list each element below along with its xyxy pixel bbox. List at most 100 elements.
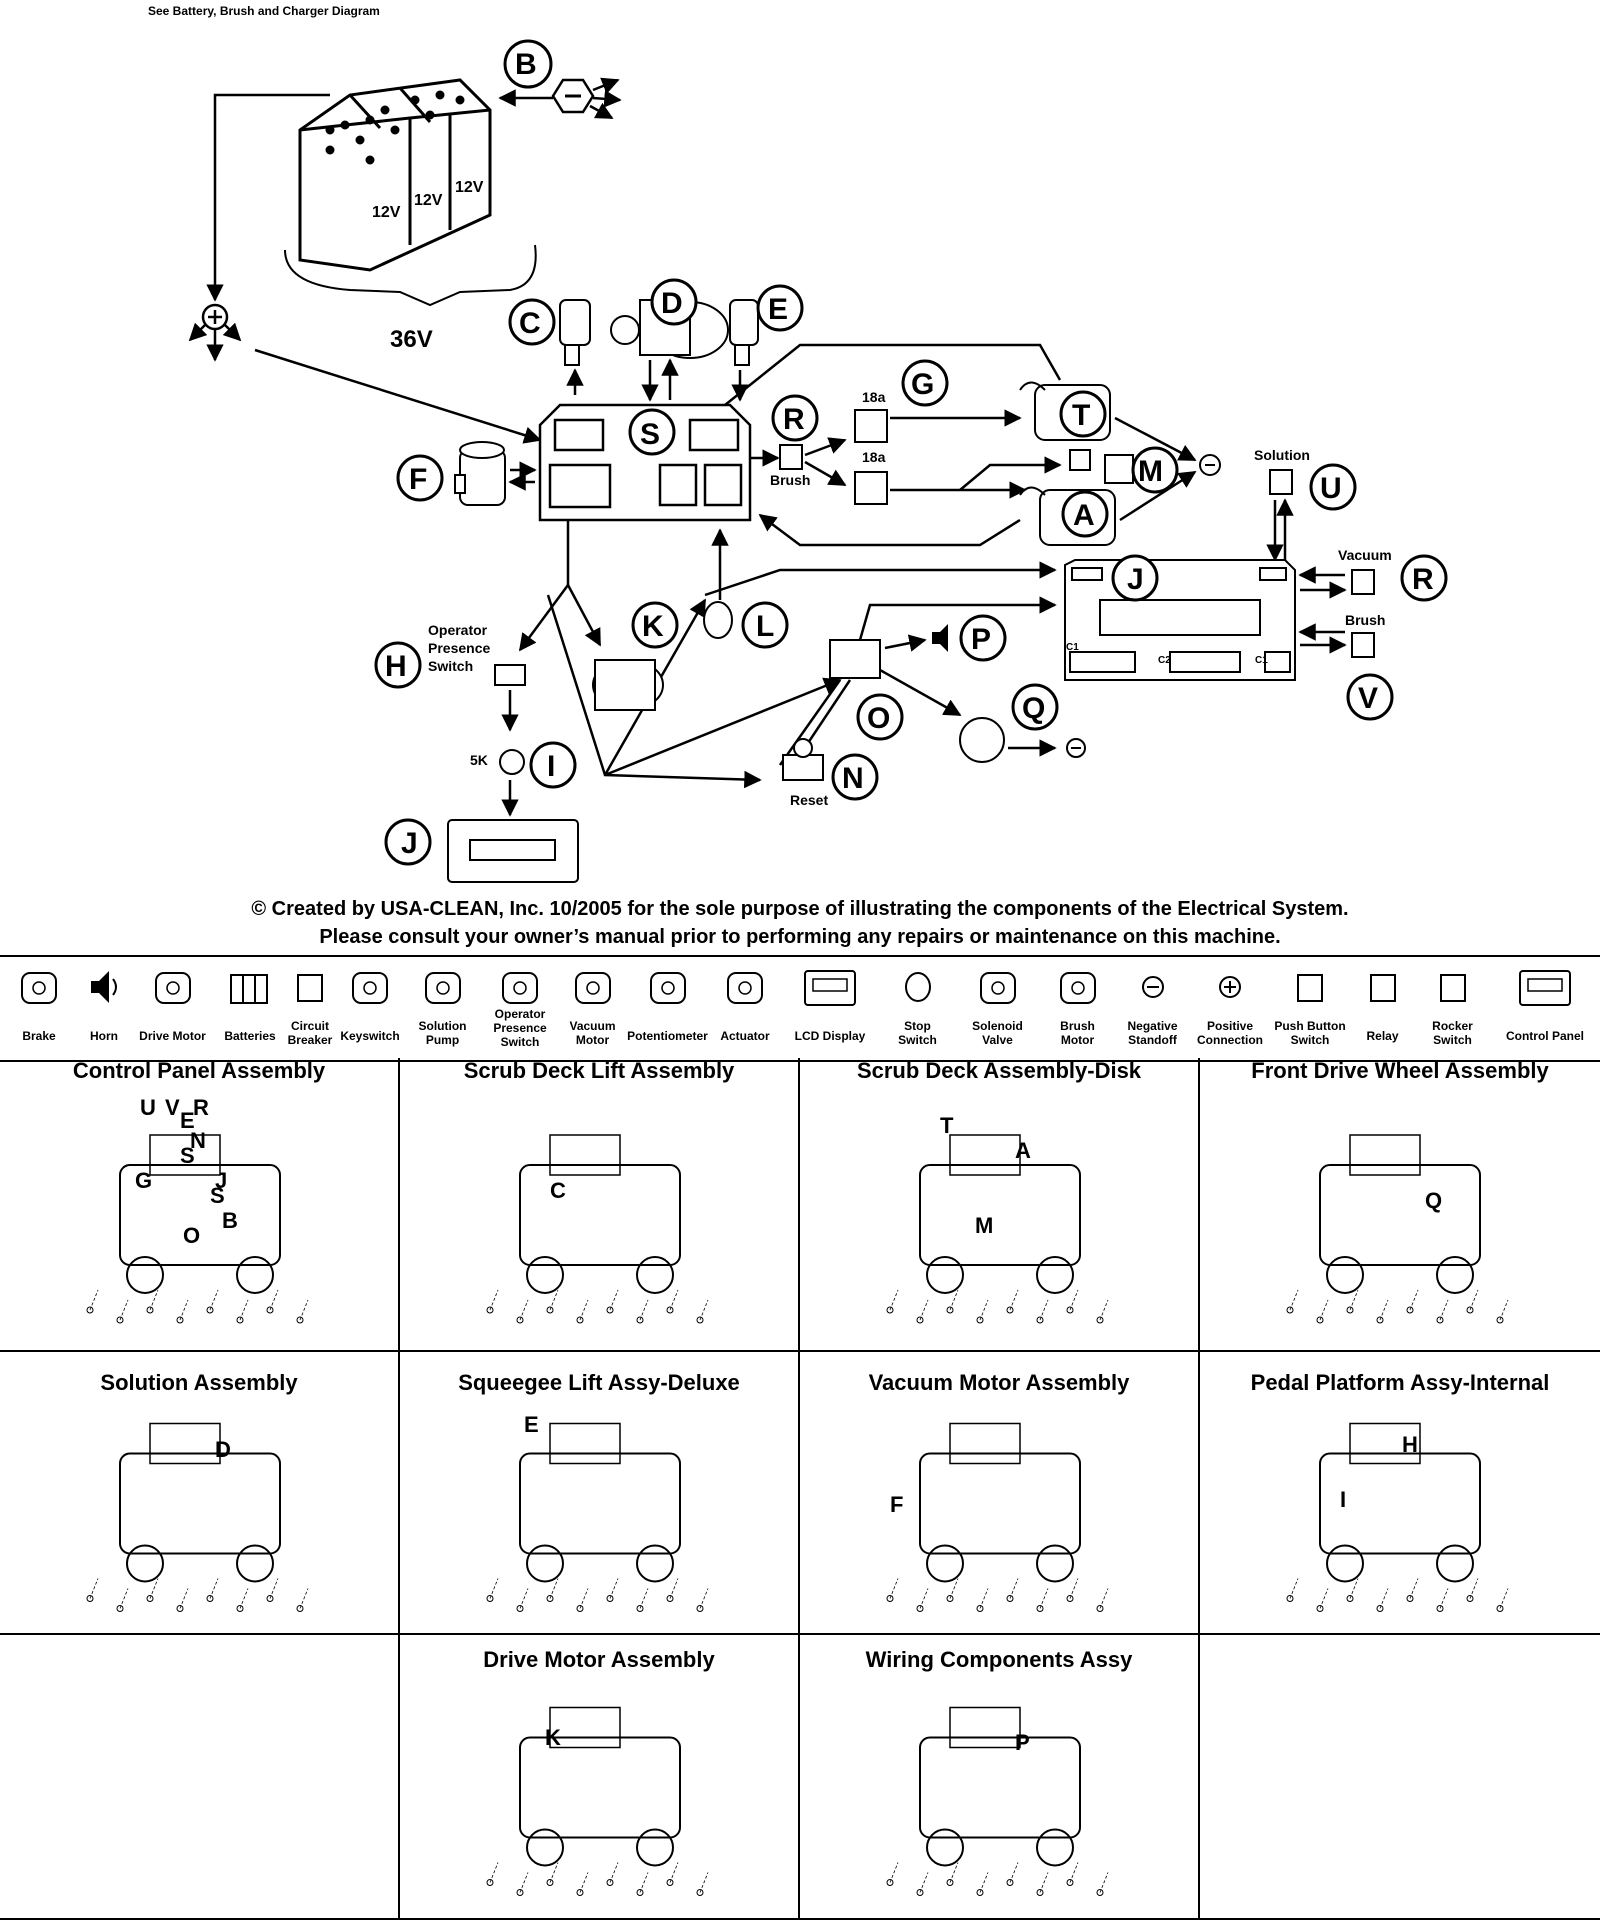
actuator-icon [559, 299, 591, 366]
callout-b-letter: B [515, 48, 537, 81]
callout-g [901, 359, 949, 407]
rocker-switch-icon-u [1269, 469, 1293, 495]
exploded-view-drawing: HI [1286, 1422, 1509, 1612]
assembly-title: Vacuum Motor Assembly [868, 1370, 1130, 1395]
callout-s [628, 408, 676, 456]
callout-q-letter: Q [1022, 692, 1045, 725]
legend-label: Actuator [720, 1029, 770, 1043]
operator-switch-icon [494, 664, 526, 686]
brake-icon [959, 717, 1005, 763]
legend-label: Batteries [224, 1029, 276, 1043]
legend-item: Control Panel [1490, 957, 1600, 1060]
drive-motor-icon [154, 972, 191, 1004]
callout-t-letter: T [1072, 399, 1090, 432]
callout-o-letter: O [867, 702, 890, 735]
callout-q [1011, 683, 1059, 731]
callout-l [741, 601, 789, 649]
exploded-view-drawing: P [886, 1706, 1109, 1896]
callout-r2-letter: R [1412, 563, 1434, 596]
brush-motor-icon [1059, 972, 1096, 1004]
positive-connection-icon [1219, 976, 1241, 998]
brake-icon [21, 972, 57, 1004]
assembly-title: Pedal Platform Assy-Internal [1250, 1370, 1550, 1395]
callout-b [503, 39, 553, 89]
assembly-callout-letter: I [1340, 1487, 1346, 1512]
stop-switch-icon [904, 972, 931, 1002]
callout-e-letter: E [768, 293, 788, 326]
assembly-callout-letter: H [1402, 1432, 1418, 1457]
assembly-callout-letter: B [222, 1208, 238, 1233]
potentiometer-icon [499, 749, 525, 775]
circuit-breaker-icon-1 [854, 409, 888, 443]
assembly-title: Control Panel Assembly [72, 1058, 326, 1083]
header-note: See Battery, Brush and Charger Diagram [148, 4, 380, 18]
batteries-icon [230, 974, 268, 1004]
callout-i [529, 741, 577, 789]
assembly-title: Drive Motor Assembly [483, 1647, 715, 1672]
battery-label-1: 12V [372, 204, 401, 221]
breaker2-label: 18a [862, 449, 886, 465]
legend-item: Potentiometer [625, 957, 710, 1060]
horn-icon [91, 971, 117, 1003]
keyswitch-icon [352, 972, 388, 1004]
battery-pack-icon [298, 78, 492, 272]
callout-r1 [771, 394, 819, 442]
assembly-title: Scrub Deck Lift Assembly [463, 1058, 735, 1083]
assembly-callout-letter: J [215, 1168, 227, 1193]
breaker1-label: 18a [862, 389, 886, 405]
solution-pump-icon [424, 972, 461, 1004]
callout-v [1346, 673, 1394, 721]
circuit-breaker-icon-2 [854, 471, 888, 505]
callout-l-letter: L [756, 610, 774, 643]
callout-k-letter: K [642, 610, 664, 643]
control-panel-icon [1519, 970, 1571, 1006]
push-button-icon [782, 754, 824, 781]
copyright-line2: Please consult your owner’s manual prior… [319, 926, 1281, 948]
exploded-view-drawing: F [886, 1422, 1109, 1612]
battery-bracket [284, 244, 537, 307]
assembly-title: Front Drive Wheel Assembly [1251, 1058, 1549, 1083]
legend-item: Relay [1350, 957, 1415, 1060]
callout-t [1059, 390, 1107, 438]
assembly-callout-letter: D [215, 1437, 231, 1462]
brush-right-label: Brush [1345, 612, 1385, 628]
legend-item: Brake [0, 957, 78, 1060]
legend-label: LCD Display [794, 1029, 866, 1043]
callout-d-letter: D [661, 287, 683, 320]
exploded-view-drawing: K [486, 1706, 709, 1896]
solenoid-valve-icon [979, 972, 1016, 1004]
rocker-switch-icon-vacuum [1351, 569, 1375, 595]
potentiometer-icon [649, 972, 686, 1004]
callout-h [374, 641, 422, 689]
legend-label: Horn [90, 1029, 118, 1043]
callout-u-letter: U [1320, 472, 1342, 505]
callout-f-letter: F [409, 463, 427, 496]
callout-n-letter: N [842, 762, 864, 795]
assembly-callout-letter: R [193, 1095, 209, 1120]
callout-e [756, 284, 804, 332]
legend-label: Keyswitch [340, 1029, 400, 1043]
assembly-callout-letter: G [135, 1168, 152, 1193]
exploded-view-drawing: E [486, 1412, 709, 1612]
operator-presence-line3: Switch [428, 658, 473, 674]
callout-i-letter: I [547, 750, 555, 783]
battery-label-3: 12V [455, 179, 484, 196]
